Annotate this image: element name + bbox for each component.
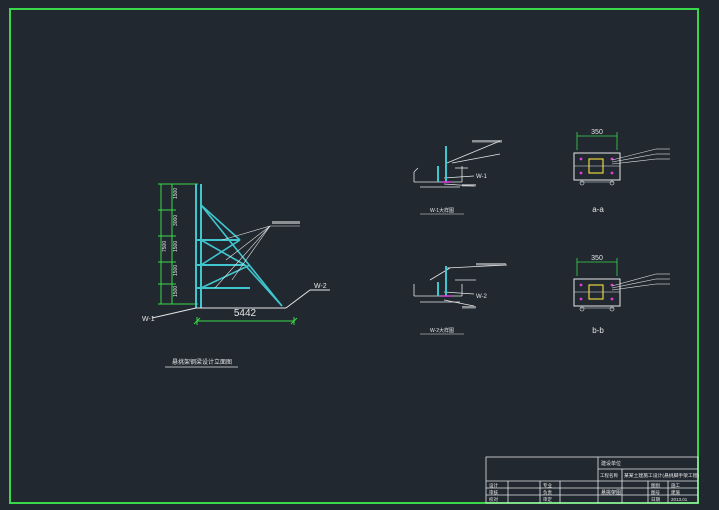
b-b-outline bbox=[573, 278, 621, 307]
w2-tag: W-2 bbox=[476, 294, 488, 300]
drawing-frame bbox=[9, 8, 699, 504]
tb-mid-label-1: 专业 bbox=[543, 482, 552, 489]
detail-w1: W-1 W-1大样图 bbox=[413, 140, 502, 215]
tb-project-label: 工程名称 bbox=[600, 472, 618, 479]
w1-tag: W-1 bbox=[476, 174, 488, 180]
b-b-width-dim: 350 bbox=[591, 255, 603, 262]
vertical-dimension-chain bbox=[158, 183, 198, 305]
label-w1: W-1 bbox=[142, 316, 155, 323]
span-dimension-line bbox=[193, 317, 298, 325]
tb-project-name: 某某土建施工设计(悬挑脚手架工程) bbox=[624, 472, 700, 479]
a-a-bolts bbox=[579, 157, 614, 175]
w2-note-2 bbox=[462, 306, 476, 309]
a-a-width-dim: 350 bbox=[591, 129, 603, 136]
total-height-dim: 7500 bbox=[162, 241, 168, 252]
dim-3: 1500 bbox=[173, 241, 179, 252]
label-b-b: b-b bbox=[592, 326, 604, 335]
title-block: 建设单位 工程名称 某某土建施工设计(悬挑脚手架工程) 悬挑架图 设计 审核 校… bbox=[485, 456, 700, 504]
dim-4: 1500 bbox=[173, 265, 179, 276]
detail-w2: W-2 W-2大样图 bbox=[413, 263, 508, 335]
tb-mid-label-2: 负责 bbox=[543, 489, 552, 496]
section-a-a: 350 a-a bbox=[573, 129, 670, 214]
w1-caption: W-1大样图 bbox=[430, 207, 454, 214]
a-a-outline bbox=[573, 152, 621, 181]
tb-right-label-3: 日期 bbox=[651, 497, 660, 503]
dim-2: 3000 bbox=[173, 215, 179, 226]
tb-right-label-2: 图号 bbox=[651, 490, 660, 496]
annotation-text-placeholder bbox=[272, 221, 300, 224]
diagonal-braces bbox=[200, 204, 283, 307]
annotation-leaders bbox=[214, 225, 300, 289]
w1-note-2 bbox=[462, 184, 476, 187]
dim-1: 1500 bbox=[173, 188, 179, 199]
tb-right-value-3: 2013.01 bbox=[671, 497, 688, 502]
tb-row-label-2: 审核 bbox=[489, 489, 498, 496]
cantilever-elevation: 1500 3000 1500 1500 1500 7500 bbox=[142, 183, 330, 368]
span-dimension: 5442 bbox=[234, 308, 257, 319]
tb-company: 建设单位 bbox=[601, 460, 621, 467]
tb-row-label-1: 设计 bbox=[489, 482, 498, 489]
vertical-posts bbox=[195, 184, 202, 308]
tb-right-value-2: 建施 bbox=[671, 489, 680, 496]
horizontal-members bbox=[196, 239, 250, 289]
elevation-title: 悬挑架钢梁设计立面图 bbox=[172, 358, 232, 366]
label-a-a: a-a bbox=[592, 205, 604, 214]
tb-right-label-1: 图别 bbox=[651, 482, 660, 489]
dim-5: 1500 bbox=[173, 286, 179, 297]
w2-note-1 bbox=[476, 263, 506, 266]
tb-row-label-3: 校对 bbox=[489, 496, 498, 503]
w2-caption: W-2大样图 bbox=[430, 327, 454, 334]
floor-slab bbox=[151, 289, 330, 319]
tb-right-value-1: 施工 bbox=[671, 482, 680, 489]
section-b-b: 350 b-b bbox=[573, 255, 670, 335]
label-w2: W-2 bbox=[314, 283, 327, 290]
w1-note-1 bbox=[472, 140, 502, 143]
tb-mid-label-3: 审定 bbox=[543, 496, 552, 503]
tb-drawing-name: 悬挑架图 bbox=[601, 489, 621, 496]
